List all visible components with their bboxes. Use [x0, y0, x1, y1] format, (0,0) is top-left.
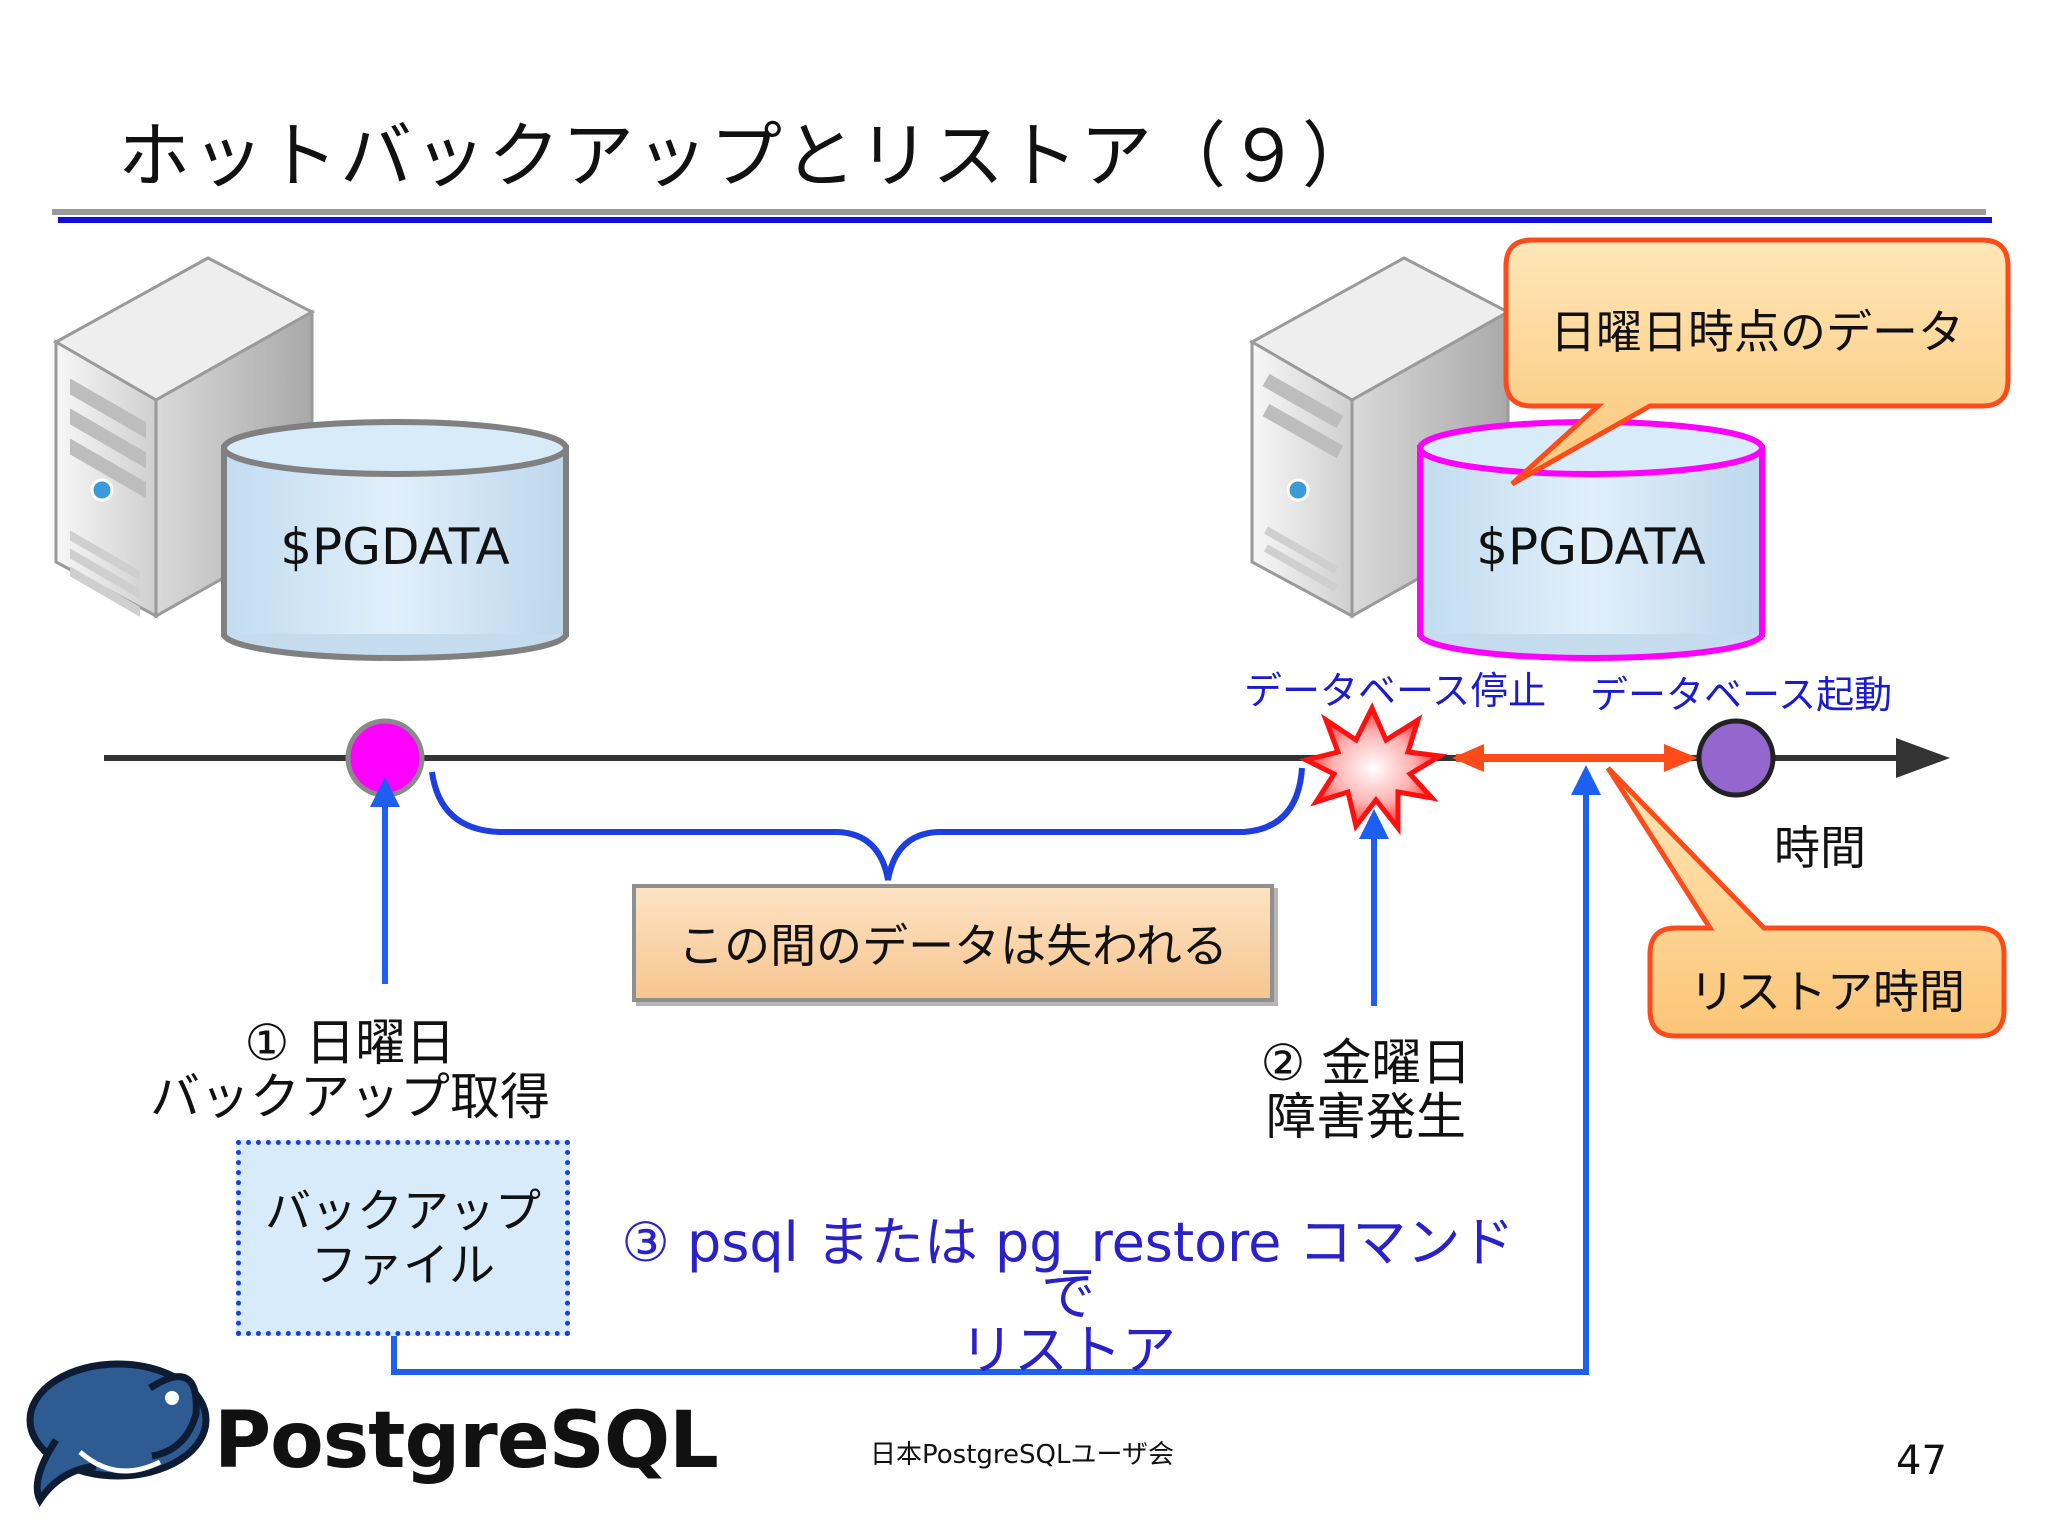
step1-caption: ① 日曜日 バックアップ取得 — [120, 1016, 580, 1124]
backup-file-line1: バックアップ — [265, 1184, 541, 1238]
restore-time-callout-shape — [1605, 766, 2007, 1039]
backup-file-box: バックアップ ファイル — [236, 1140, 570, 1336]
sunday-data-callout: 日曜日時点のデータ — [1550, 305, 1964, 359]
time-axis-label: 時間 — [1774, 821, 1866, 875]
right-pgdata-label: $PGDATA — [1476, 518, 1706, 576]
timeline-arrowhead — [1896, 738, 1950, 778]
step2-line1: ② 金曜日 — [1260, 1034, 1472, 1092]
db-start-label: データベース起動 — [1590, 673, 1893, 717]
backup-file-line2: ファイル — [311, 1238, 495, 1292]
left-pgdata-label: $PGDATA — [280, 518, 510, 576]
page-number: 47 — [1896, 1438, 1947, 1484]
right-pgdata-cylinder — [1417, 419, 1765, 661]
step3-line1: ③ psql または pg_restore コマンドで — [621, 1211, 1515, 1328]
failure-burst-icon — [1298, 702, 1448, 836]
postgresql-elephant-icon — [26, 1360, 210, 1507]
sunday-data-callout-shape — [1503, 237, 2011, 487]
left-pgdata-cylinder — [221, 419, 569, 661]
step1-line2: バックアップ取得 — [150, 1068, 550, 1126]
step1-line1: ① 日曜日 — [244, 1014, 456, 1072]
backup-point — [345, 718, 425, 798]
footer-organization: 日本PostgreSQLユーザ会 — [870, 1440, 1174, 1470]
slide-title: ホットバックアップとリストア（９） — [118, 114, 1377, 198]
lost-data-box: この間のデータは失われる — [632, 884, 1274, 1002]
step2-caption: ② 金曜日 障害発生 — [1166, 1036, 1566, 1144]
postgresql-logo-text: PostgreSQL — [214, 1396, 719, 1486]
step3-caption: ③ psql または pg_restore コマンドで リストア — [608, 1216, 1528, 1378]
step3-restore-path — [391, 765, 1601, 1375]
restart-point — [1696, 718, 1776, 798]
restore-time-callout: リストア時間 — [1689, 965, 1965, 1019]
step2-line2: 障害発生 — [1266, 1088, 1466, 1146]
db-stop-label: データベース停止 — [1244, 669, 1547, 713]
lost-data-brace — [429, 767, 1305, 881]
step3-line2: リストア — [960, 1319, 1176, 1382]
